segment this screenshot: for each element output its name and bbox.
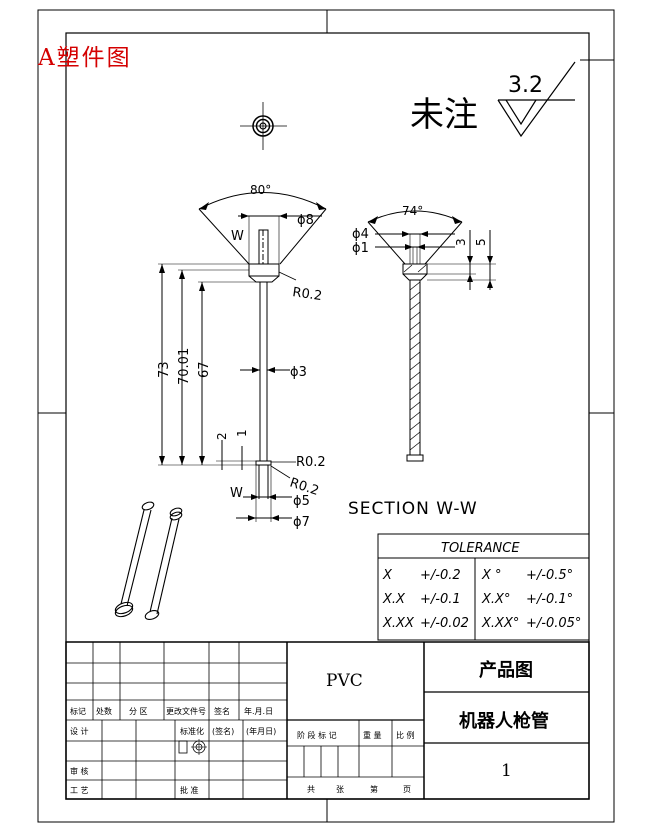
tol-key: X.X°	[481, 592, 510, 607]
phi5-label: ϕ5	[293, 494, 310, 509]
process-label: 工 艺	[70, 786, 89, 795]
angle-74-label: 74°	[402, 204, 423, 218]
roughness-symbol	[497, 61, 576, 138]
standard-label: 标准化	[180, 726, 204, 736]
part-name-label: 机器人枪管	[459, 710, 549, 732]
isometric-view	[114, 501, 183, 621]
tol-value: +/-0.05°	[526, 616, 581, 631]
rev-header: 处数	[96, 706, 112, 716]
dim-73-label: 73	[157, 361, 172, 378]
sheet-footer: 共	[307, 785, 315, 794]
rev-header: 标记	[70, 706, 86, 716]
dim-3-label: 3	[454, 238, 468, 246]
rev-header: 分 区	[129, 707, 148, 716]
tol-value: +/-0.1°	[526, 592, 573, 607]
tol-key: X.XX	[382, 616, 415, 631]
sheet-number: 1	[501, 761, 512, 781]
stage-header: 阶 段 标 记	[297, 730, 337, 740]
unspecified-label: 未注	[410, 95, 478, 135]
r02-top-label: R0.2	[291, 285, 323, 304]
sign-label: (签名)	[212, 726, 234, 736]
phi1-label: ϕ1	[352, 241, 369, 256]
tolerance-rows: X +/-0.2 X ° +/-0.5° X.X +/-0.1 X.X° +/-…	[382, 568, 581, 631]
rev-header: 更改文件号	[166, 706, 206, 716]
date-label: (年月日)	[246, 726, 276, 736]
tol-value: +/-0.5°	[526, 568, 573, 583]
roughness-value: 3.2	[508, 73, 543, 98]
approve-label: 批 准	[180, 785, 199, 795]
tol-key: X.X	[382, 592, 406, 607]
rev-header: 签名	[214, 706, 230, 716]
tol-key: X °	[481, 568, 502, 583]
dim-5-label: 5	[474, 238, 488, 246]
outer-border	[37, 9, 615, 823]
w-bottom-label: W	[230, 486, 243, 501]
r02-bottom-label-a: R0.2	[296, 455, 326, 470]
dim-7001-label: 70.01	[177, 348, 192, 385]
phi3-label: ϕ3	[290, 365, 307, 380]
phi7-label: ϕ7	[293, 515, 310, 530]
title-block	[65, 641, 590, 800]
tol-value: +/-0.02	[420, 616, 469, 631]
dim-67-label: 67	[197, 361, 212, 378]
sheet-footer: 页	[403, 785, 411, 794]
tol-value: +/-0.2	[420, 568, 461, 583]
center-marks	[38, 10, 614, 822]
phi8-label: ϕ8	[297, 213, 314, 228]
title-block-text: PVC 产品图 机器人枪管 1 标记 处数 分 区 更改文件号 签名 年.月.日…	[70, 659, 549, 795]
angle-80-label: 80°	[250, 183, 271, 197]
material-label: PVC	[326, 671, 363, 691]
main-view-arrows	[159, 202, 326, 521]
w-top-label: W	[231, 229, 244, 244]
tolerance-table	[377, 533, 590, 641]
tol-value: +/-0.1	[420, 592, 461, 607]
stage-header: 重 量	[363, 730, 382, 740]
tol-key: X.XX°	[481, 616, 519, 631]
section-label: SECTION W-W	[348, 499, 478, 519]
section-arrows	[368, 216, 493, 288]
tol-key: X	[382, 568, 393, 583]
section-hatching	[403, 264, 427, 451]
dim-2-label: 2	[215, 432, 229, 440]
dim-1-label: 1	[235, 429, 249, 437]
phi4-label: ϕ4	[352, 227, 369, 242]
stage-header: 比 例	[396, 730, 415, 740]
rev-header: 年.月.日	[244, 706, 273, 716]
top-view-symbol	[240, 102, 287, 150]
sheet-footer: 第	[370, 784, 378, 794]
plastic-part-drawing-title: A塑件图	[38, 45, 132, 71]
drawing-type-label: 产品图	[479, 659, 533, 681]
tolerance-header: TOLERANCE	[441, 541, 520, 556]
sheet-footer: 张	[336, 785, 344, 794]
design-label: 设 计	[70, 726, 89, 736]
review-label: 审 核	[70, 766, 89, 776]
section-view	[367, 210, 496, 462]
